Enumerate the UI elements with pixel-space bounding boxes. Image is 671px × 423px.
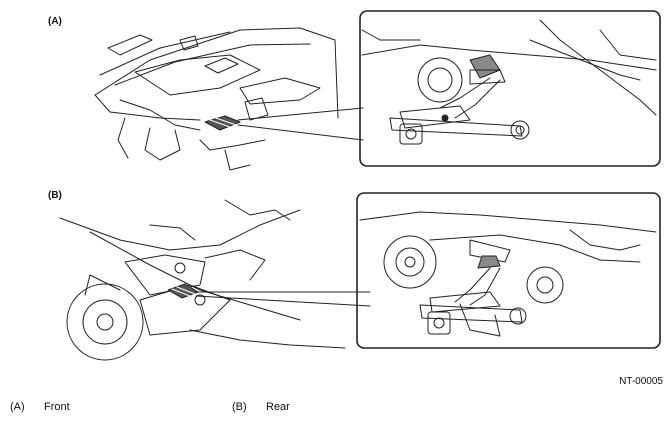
legend-text: Front (44, 401, 70, 413)
front-underbody-illustration (94, 27, 339, 171)
rear-jack-detail-illustration (359, 211, 657, 337)
rear-underbody-illustration (59, 199, 346, 361)
detail-box-b (356, 192, 661, 349)
figure-code: NT-00005 (619, 376, 663, 387)
panel-a-label: (A) (48, 16, 62, 27)
front-jack-point-marker (204, 115, 241, 131)
callout-line-b (195, 291, 371, 307)
front-jack-detail-illustration (361, 19, 657, 145)
legend-text: Rear (266, 401, 290, 413)
legend-item-front: (A) Front (10, 401, 70, 413)
callout-line-a (237, 107, 364, 141)
panel-b-label: (B) (48, 190, 62, 201)
legend-key: (B) (232, 401, 247, 413)
legend-item-rear: (B) Rear (232, 401, 290, 413)
legend-key: (A) (10, 401, 25, 413)
detail-box-a (359, 10, 661, 167)
